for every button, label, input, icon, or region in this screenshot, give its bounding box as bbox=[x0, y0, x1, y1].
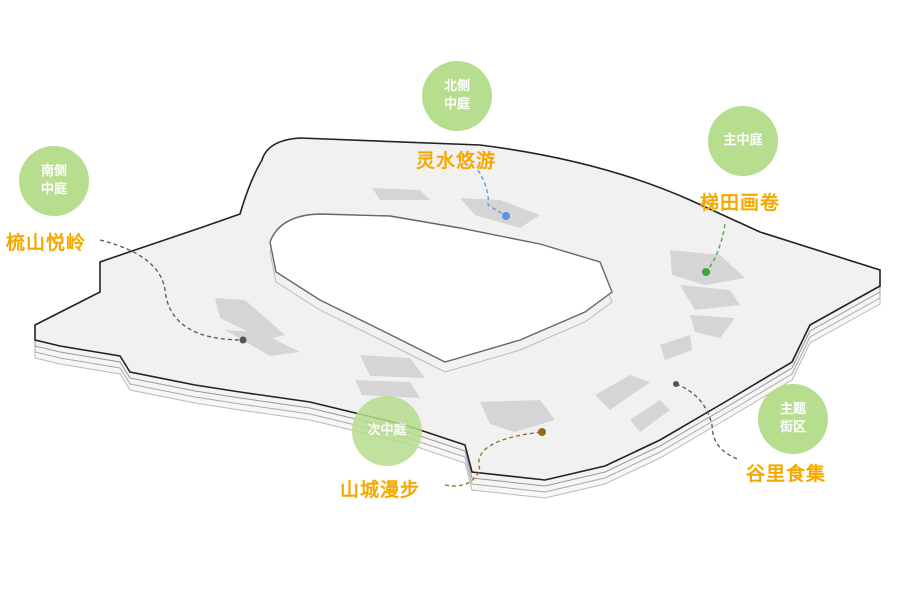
bubble-label: 街区 bbox=[779, 420, 806, 435]
bubble-label: 次中庭 bbox=[367, 423, 407, 438]
void-features bbox=[215, 188, 745, 432]
title-theme-street: 谷里食集 bbox=[746, 463, 827, 485]
title-north-atrium: 灵水悠游 bbox=[416, 150, 497, 172]
bubble-secondary-atrium: 次中庭 bbox=[352, 396, 422, 466]
bubble-label: 主题 bbox=[779, 402, 806, 417]
leader-lines bbox=[99, 169, 741, 487]
bubble-theme-street: 主题街区 bbox=[758, 384, 828, 454]
bubble-label: 北侧 bbox=[443, 79, 470, 94]
title-south-atrium: 梳山悦岭 bbox=[6, 232, 87, 254]
bubble-south-atrium: 南侧中庭 bbox=[19, 146, 89, 216]
leader-dots bbox=[239, 212, 710, 436]
bubble-label: 中庭 bbox=[443, 97, 470, 112]
bubble-label: 主中庭 bbox=[723, 133, 763, 148]
bubble-label: 中庭 bbox=[40, 182, 67, 197]
title-main-atrium: 梯田画卷 bbox=[700, 192, 781, 214]
bubble-north-atrium: 北侧中庭 bbox=[422, 61, 492, 131]
bubble-main-atrium: 主中庭 bbox=[708, 106, 778, 176]
title-secondary-atrium: 山城漫步 bbox=[340, 479, 421, 501]
bubble-label: 南侧 bbox=[40, 164, 67, 179]
